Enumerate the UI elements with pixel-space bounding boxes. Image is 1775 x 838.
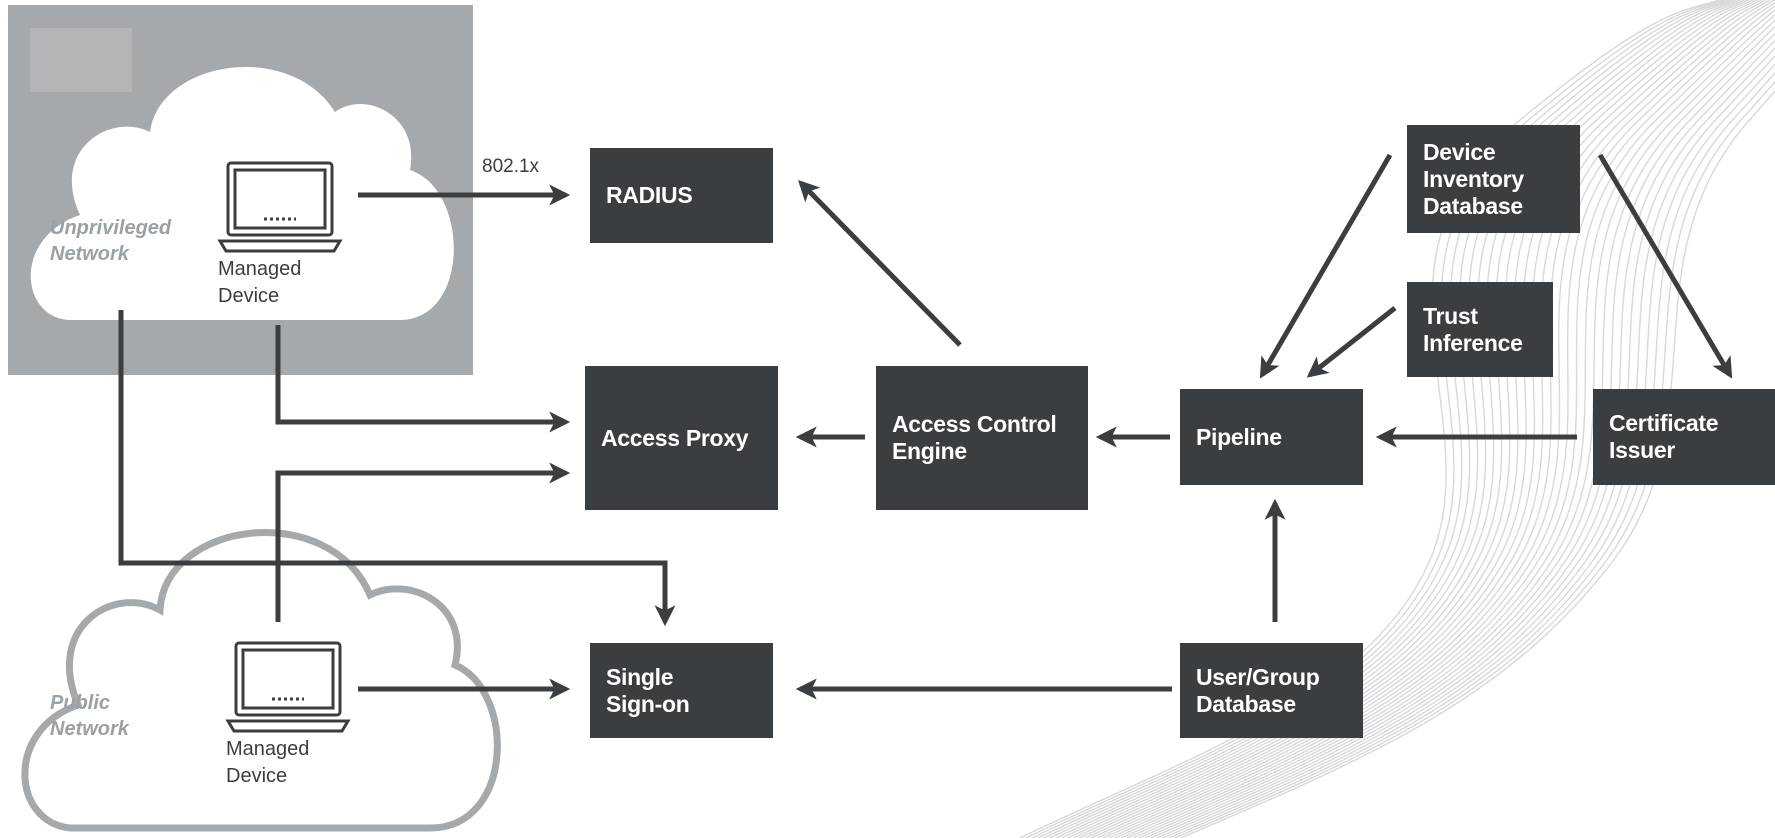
device-inventory-database-label: Device Inventory Database: [1423, 138, 1524, 219]
pipeline-box: Pipeline: [1180, 389, 1363, 485]
radius-label: RADIUS: [606, 182, 693, 208]
radius-box: RADIUS: [590, 148, 773, 243]
access-control-engine-label: Access Control Engine: [892, 411, 1057, 464]
access-control-engine-box: Access Control Engine: [876, 366, 1088, 510]
pipeline-label: Pipeline: [1196, 423, 1282, 450]
single-sign-on-box: Single Sign-on: [590, 643, 773, 738]
unprivileged-cloud: [30, 66, 454, 320]
arrow-device1-to-single-sign-on: [118, 310, 676, 627]
certificate-issuer-label: Certificate Issuer: [1609, 410, 1719, 463]
certificate-issuer-box: Certificate Issuer: [1593, 389, 1775, 485]
device-inventory-database-box: Device Inventory Database: [1407, 125, 1580, 233]
arrow-device2-to-access-proxy: [275, 462, 571, 622]
unprivileged-network-label: Unprivileged Network: [50, 217, 172, 265]
laptop-icon: [217, 161, 343, 253]
public-network-label: Public Network: [50, 692, 129, 740]
managed-device-label: Managed Device: [226, 738, 310, 787]
arrow-trust-to-pipeline: [1306, 306, 1397, 378]
trust-inference-label: Trust Inference: [1423, 302, 1523, 356]
decorative-square: [30, 28, 132, 92]
user-group-database-label: User/Group Database: [1196, 663, 1320, 717]
public-cloud: [21, 529, 501, 832]
laptop-icon: [225, 641, 351, 733]
arrow-inventory-to-certificate: [1597, 153, 1733, 379]
single-sign-on-label: Single Sign-on: [606, 663, 690, 717]
managed-device-label: Managed Device: [218, 258, 302, 307]
arrow-ace-to-radius: [798, 180, 962, 347]
arrow-device1-to-access-proxy: [275, 325, 571, 433]
access-proxy-label: Access Proxy: [601, 424, 749, 451]
user-group-database-box: User/Group Database: [1180, 643, 1363, 738]
arrow-inventory-to-pipeline: [1259, 153, 1393, 379]
trust-inference-box: Trust Inference: [1407, 282, 1553, 377]
edge-label-802-1x: 802.1x: [482, 156, 540, 177]
access-proxy-box: Access Proxy: [585, 366, 778, 510]
